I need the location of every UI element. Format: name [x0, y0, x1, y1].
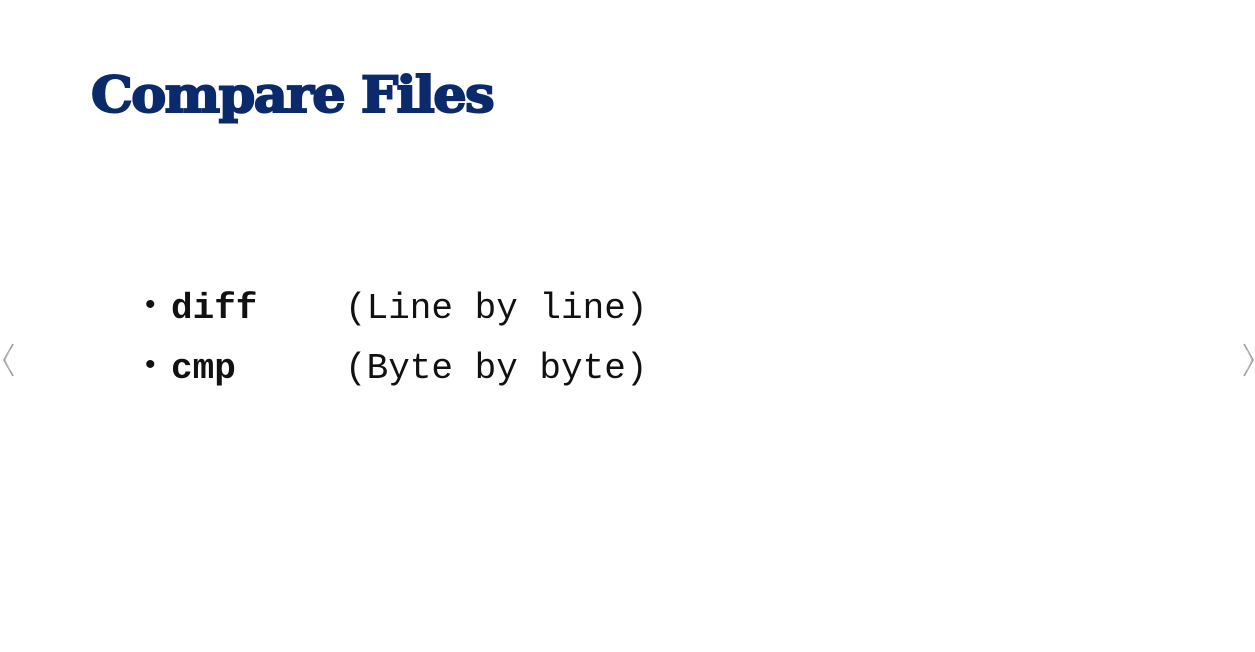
- next-slide-button[interactable]: [1243, 340, 1255, 380]
- command-description: (Byte by byte): [345, 348, 648, 389]
- chevron-left-icon: [3, 343, 14, 377]
- command-name: cmp: [171, 348, 236, 389]
- bullet-list: • diff (Line by line) • cmp (Byte by byt…: [145, 288, 647, 408]
- previous-slide-button[interactable]: [2, 340, 14, 380]
- bullet-dot: •: [145, 348, 156, 381]
- bullet-dot: •: [145, 288, 156, 321]
- list-item: • cmp (Byte by byte): [145, 348, 647, 408]
- command-name: diff: [171, 288, 258, 329]
- chevron-right-icon: [1243, 343, 1254, 377]
- list-item: • diff (Line by line): [145, 288, 647, 348]
- slide-title: Compare Files: [90, 65, 496, 124]
- command-description: (Line by line): [345, 288, 648, 329]
